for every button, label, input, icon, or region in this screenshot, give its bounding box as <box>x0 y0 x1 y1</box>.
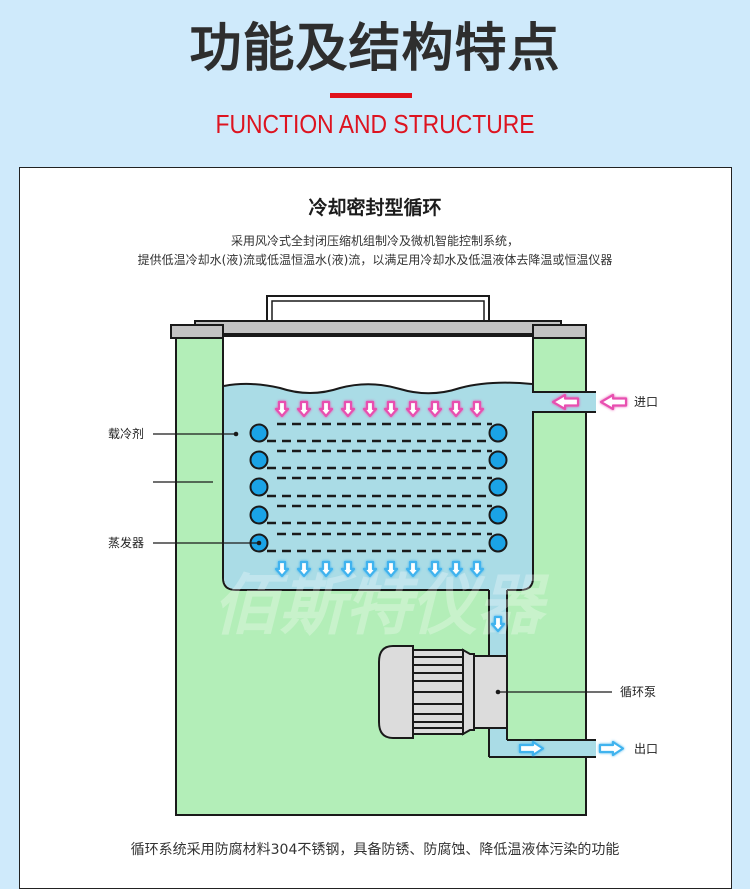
description-line-2: 提供低温冷却水(液)流或低温恒温水(液)流，以满足用冷却水及低温液体去降温或恒温… <box>137 253 613 267</box>
section-title: 冷却密封型循环 <box>308 197 442 219</box>
lid-assembly <box>170 295 587 339</box>
title-underline <box>330 93 412 98</box>
label-evaporator: 蒸发器 <box>108 536 145 550</box>
evaporator-coil <box>249 422 508 553</box>
label-coolant: 载冷剂 <box>108 427 145 441</box>
outlet-arrows <box>518 740 625 757</box>
leader-lines <box>153 433 612 693</box>
evaporator-marker <box>256 540 262 546</box>
inlet-arrows <box>551 393 628 411</box>
footer-note: 循环系统采用防腐材料304不锈钢，具备防锈、防腐蚀、降低温液体污染的功能 <box>130 842 620 858</box>
page-subtitle-en: FUNCTION AND STRUCTURE <box>215 109 535 139</box>
label-pump: 循环泵 <box>620 685 657 699</box>
watermark: 佰斯特仪器 <box>213 567 550 644</box>
description-line-1: 采用风冷式全封闭压缩机组制冷及微机智能控制系统， <box>230 234 519 248</box>
page-title: 功能及结构特点 <box>189 19 561 79</box>
tank <box>222 335 534 591</box>
label-outlet: 出口 <box>634 742 659 756</box>
circulation-pump <box>378 645 508 739</box>
pump-marker <box>495 689 501 695</box>
label-inlet: 进口 <box>634 395 659 409</box>
coolant-marker <box>233 431 239 437</box>
